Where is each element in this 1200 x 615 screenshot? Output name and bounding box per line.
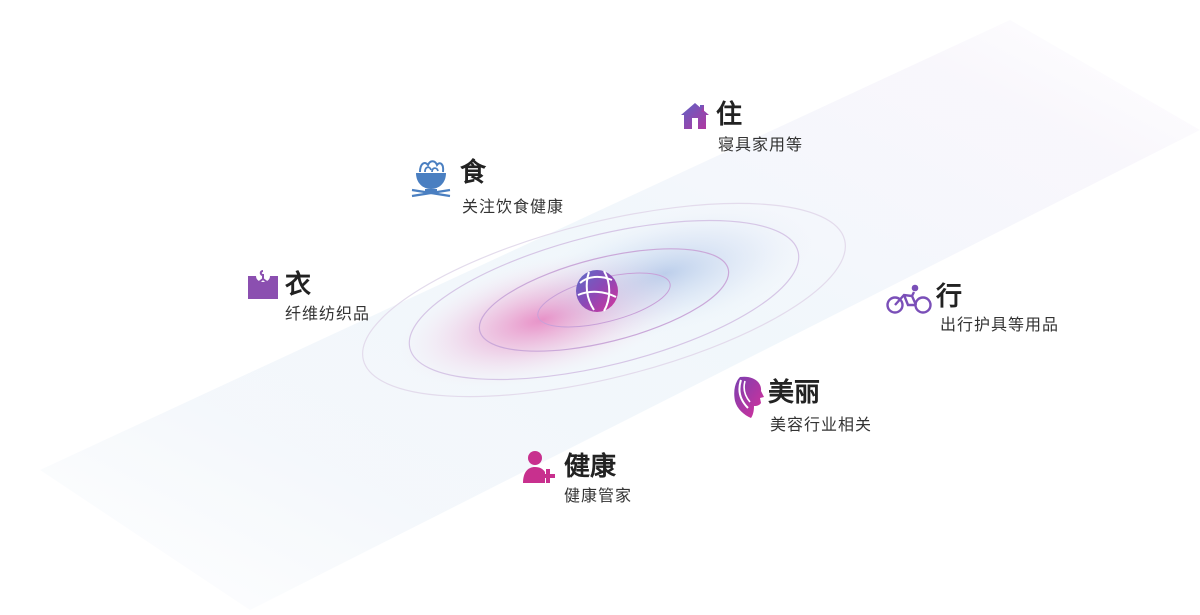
woman-face-icon [734,376,764,418]
orbit-ring-inner [478,248,730,352]
feature-description: 寝具家用等 [718,135,804,154]
person-plus-icon [523,451,555,483]
feature-description: 健康管家 [564,486,633,505]
feature-title: 美丽 [768,378,821,408]
clothing-bag-icon [248,270,278,299]
feature-title: 行 [936,282,963,312]
feature-description: 美容行业相关 [770,415,873,434]
orbit-ring-middle [408,219,800,381]
feature-description: 出行护具等用品 [940,315,1060,334]
globe-icon [576,270,618,312]
feature-title: 健康 [564,452,617,482]
feature-title: 衣 [285,270,312,300]
cyclist-icon [886,284,932,314]
noodle-bowl-icon [411,160,451,198]
feature-description: 关注饮食健康 [462,197,565,216]
feature-title: 食 [460,158,487,188]
orbit-ring-outer [362,202,846,398]
feature-title: 住 [716,100,743,130]
feature-description: 纤维纺织品 [285,304,371,323]
house-icon [681,103,709,129]
